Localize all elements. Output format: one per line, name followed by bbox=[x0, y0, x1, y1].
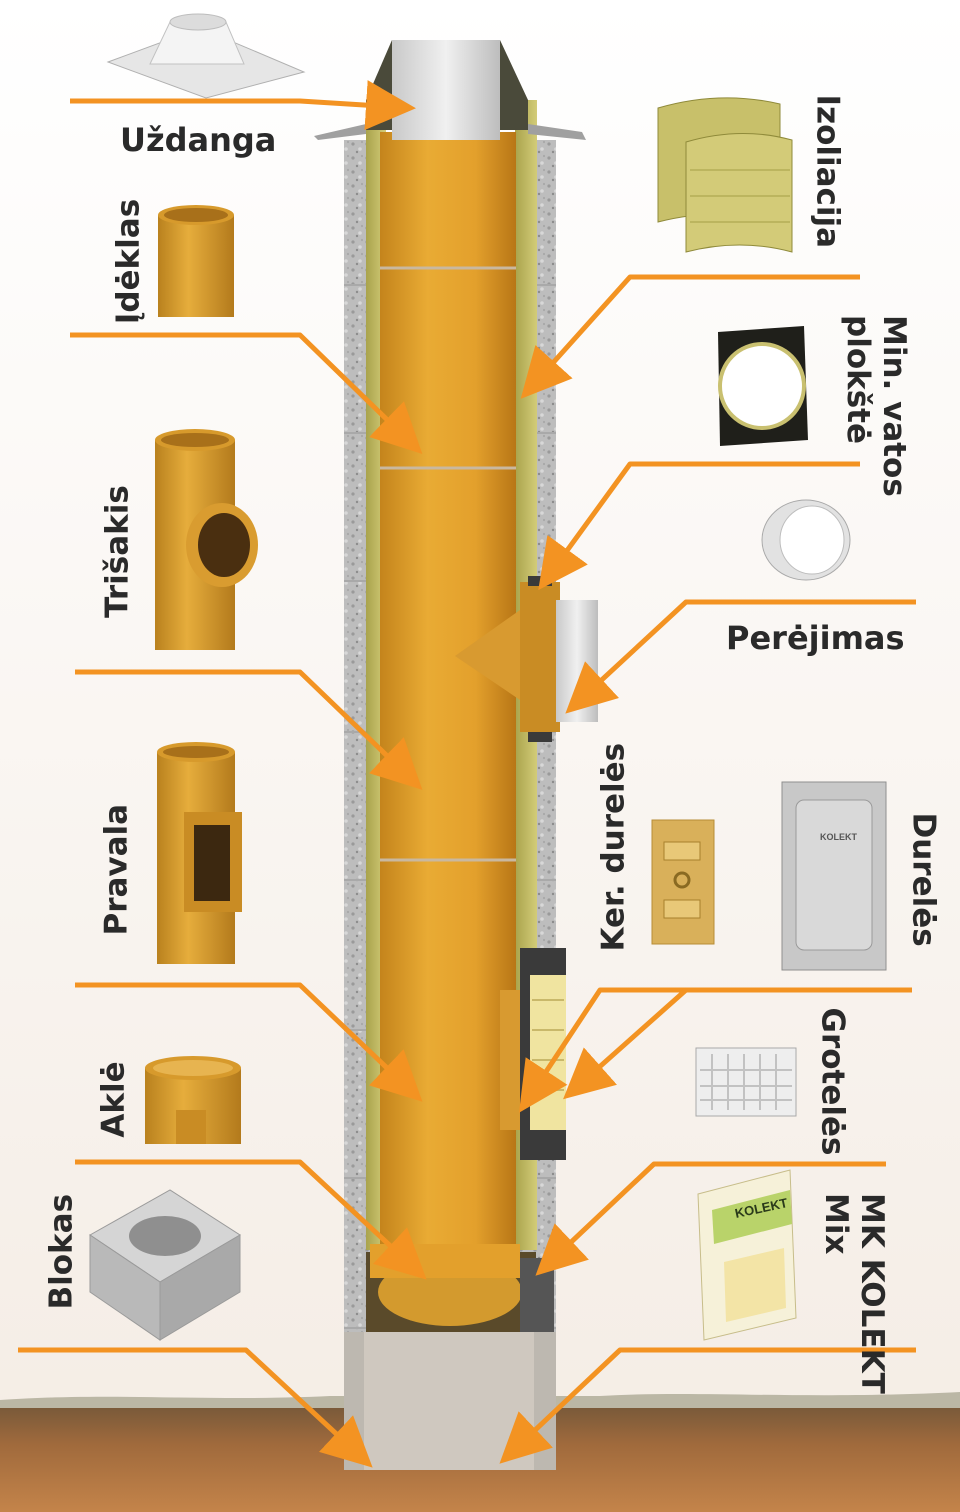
label-uzdanga: Uždanga bbox=[120, 121, 277, 159]
label-dureles: Durelės bbox=[905, 812, 942, 947]
arrow-min-vatos bbox=[538, 461, 860, 591]
label-mk-kolekt: MK KOLEKT Mix bbox=[818, 1193, 890, 1394]
arrow-bottom-right bbox=[499, 1347, 916, 1464]
arrow-izoliacija bbox=[520, 274, 860, 399]
arrow-blokas bbox=[18, 1347, 373, 1468]
arrow-pravala bbox=[75, 982, 423, 1102]
arrow-trisakis bbox=[75, 669, 423, 790]
label-pravala: Pravala bbox=[98, 803, 135, 936]
arrow-ideklas bbox=[70, 332, 423, 454]
label-trisakis: Trišakis bbox=[99, 485, 136, 618]
arrow-uzdanga bbox=[70, 80, 416, 131]
arrow-perejimas bbox=[565, 599, 916, 714]
label-groteles: Grotelės bbox=[814, 1007, 851, 1156]
label-akle: Aklė bbox=[95, 1061, 132, 1138]
label-blokas: Blokas bbox=[43, 1193, 80, 1310]
arrow-dureles bbox=[563, 987, 912, 1100]
label-min-vatos: Min. vatos plokštė bbox=[840, 315, 912, 497]
label-perejimas: Perėjimas bbox=[726, 619, 905, 657]
door-brand: KOLEKT bbox=[820, 832, 858, 842]
label-ker-dureles: Ker. durelės bbox=[595, 742, 632, 952]
arrow-akle bbox=[75, 1159, 427, 1280]
label-izoliacija: Izoliacija bbox=[809, 94, 846, 249]
arrow-mk-kolekt bbox=[535, 1161, 886, 1276]
label-ideklas: Įdėklas bbox=[110, 198, 147, 325]
